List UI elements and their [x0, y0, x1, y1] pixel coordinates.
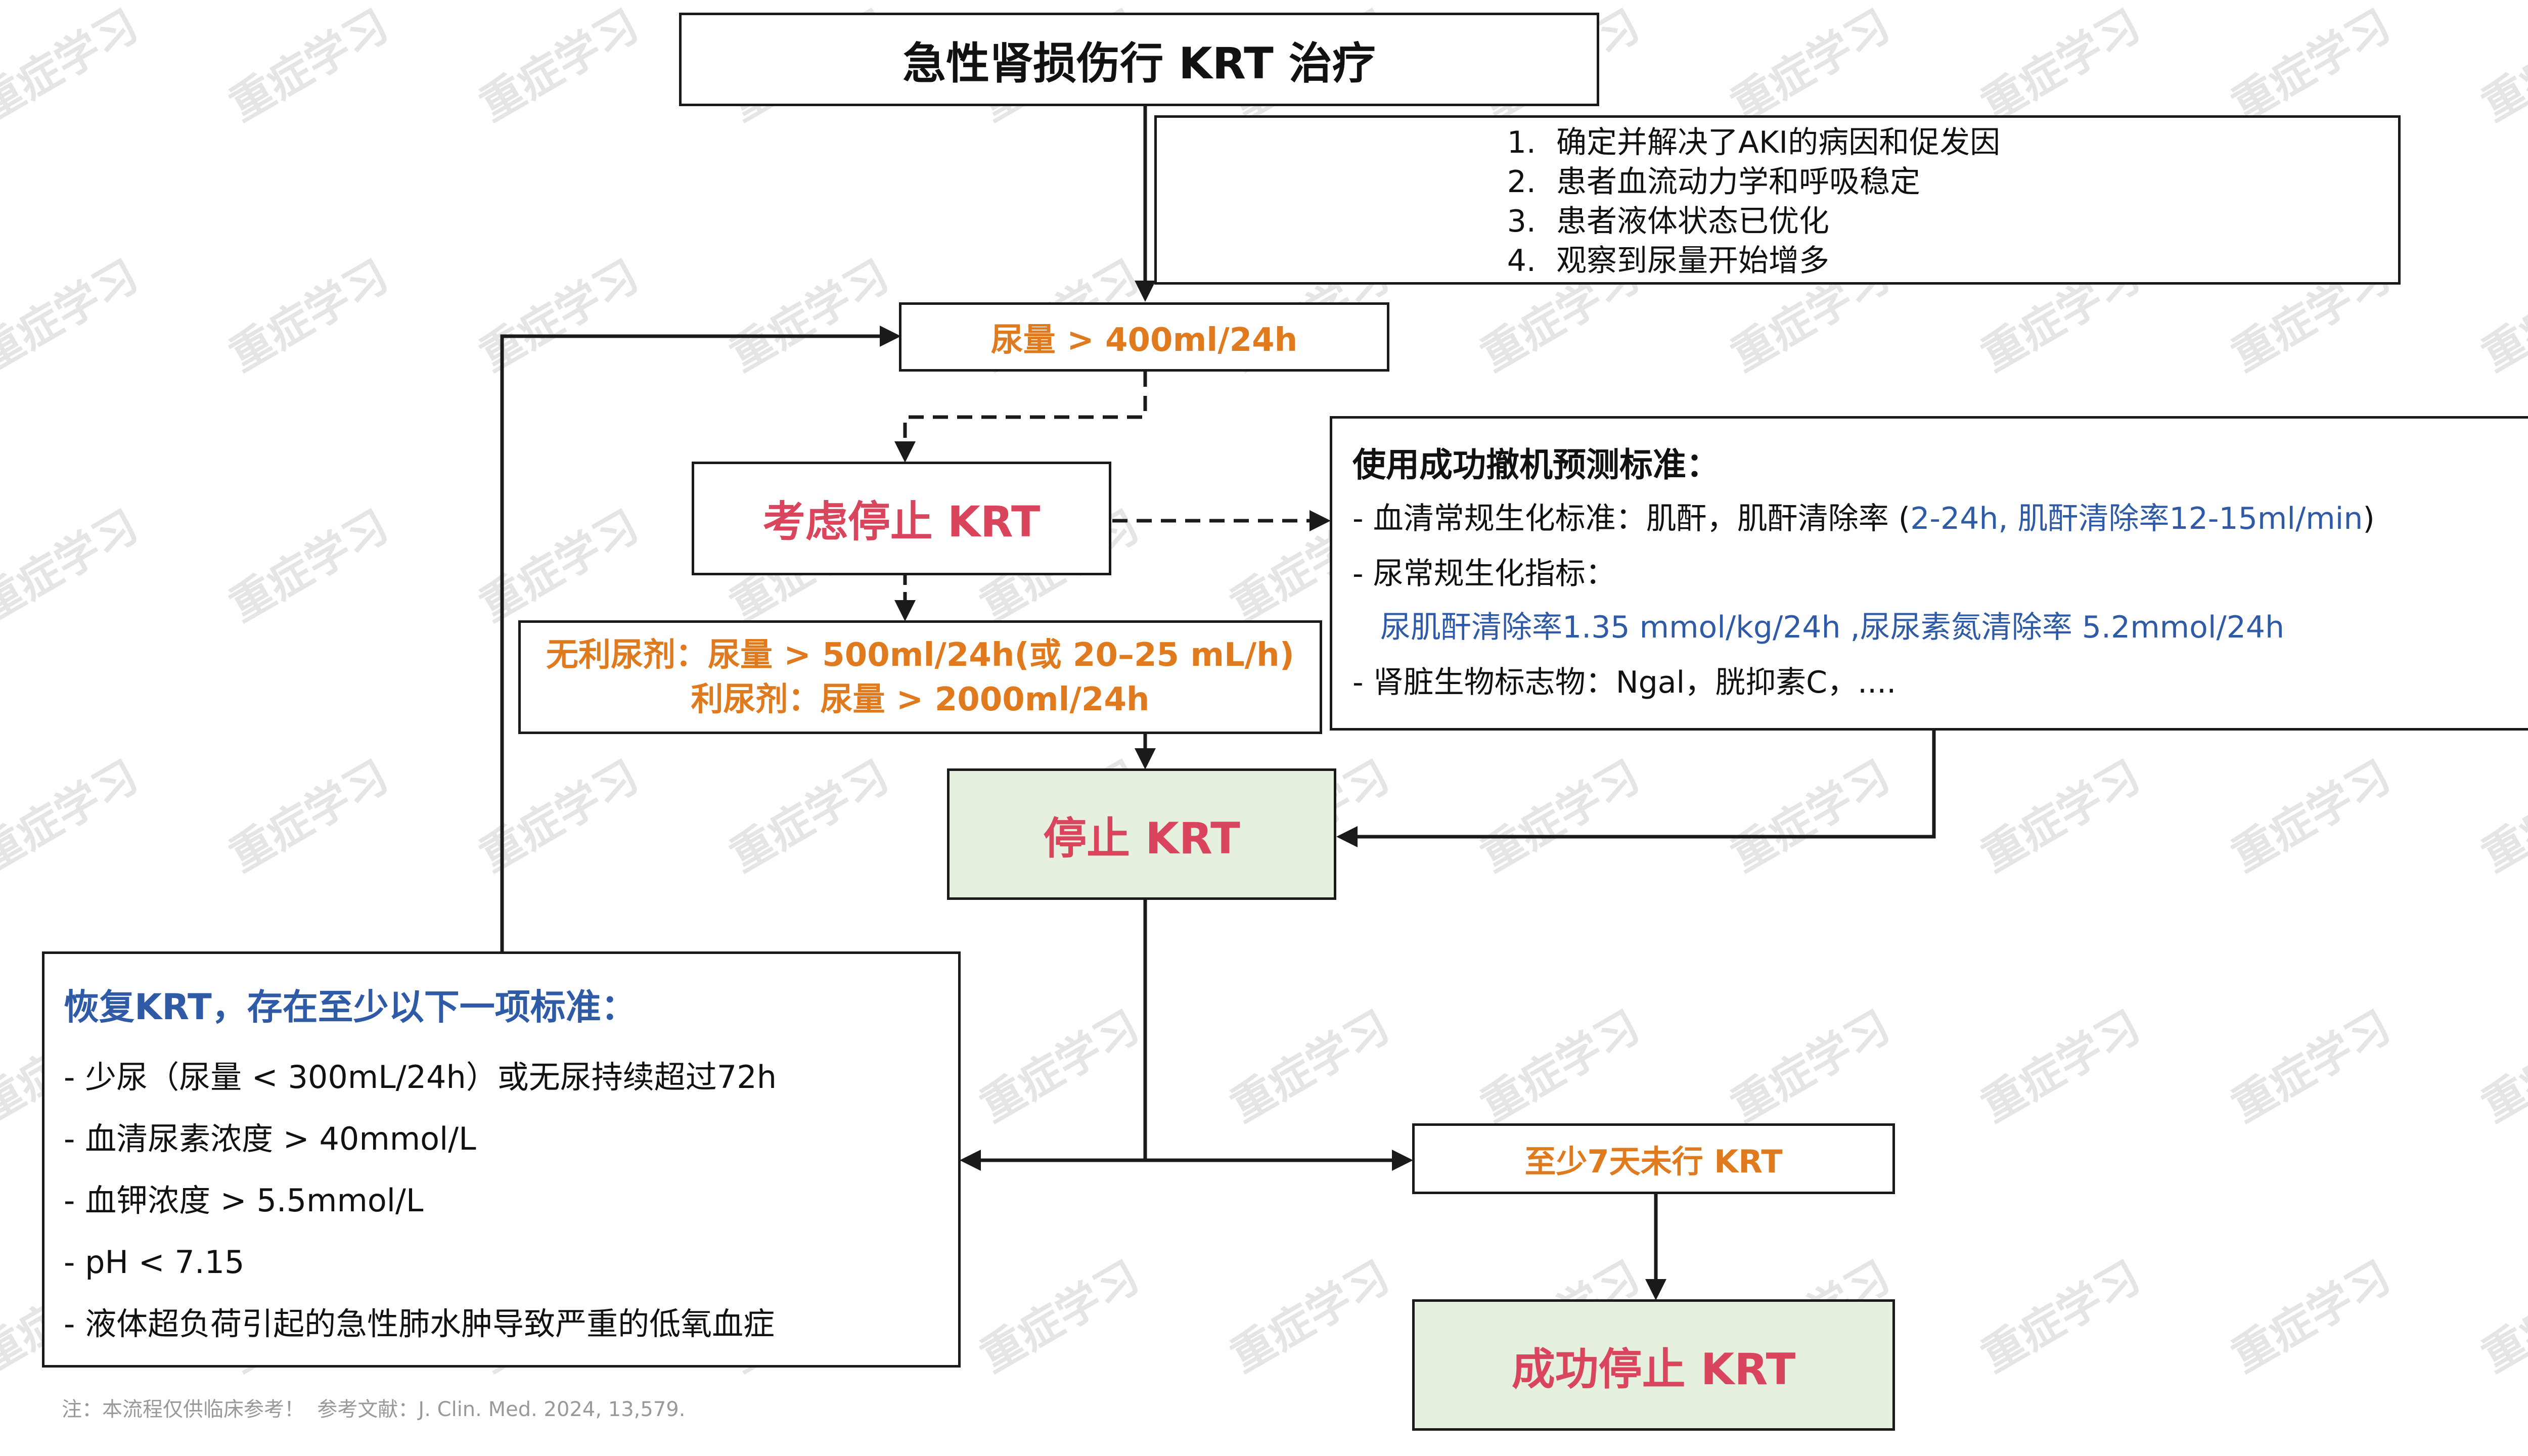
- list-item: 4.观察到尿量开始增多: [1507, 243, 1829, 279]
- criteria-list: 1.确定并解决了AKI的病因和促发因 2.患者血流动力学和呼吸稳定 3.患者液体…: [1480, 123, 2398, 281]
- list-item: - 少尿（尿量 < 300mL/24h）或无尿持续超过72h: [64, 1059, 777, 1096]
- consider-stop-label: 考虑停止 KRT: [762, 497, 1041, 547]
- success-stop-label: 成功停止 KRT: [1511, 1344, 1796, 1395]
- stop-krt-label: 停止 KRT: [1043, 813, 1240, 864]
- no-krt-7days-label: 至少7天未行 KRT: [1524, 1143, 1783, 1180]
- predictor-serum: - 血清常规生化标准：肌酐，肌酐清除率 (2-24h, 肌酐清除率12-15ml…: [1352, 501, 2375, 536]
- list-item: - 血钾浓度 > 5.5mmol/L: [64, 1182, 424, 1219]
- page-title: 急性肾损伤行 KRT 治疗: [902, 38, 1376, 89]
- criteria-box: 1.确定并解决了AKI的病因和促发因 2.患者血流动力学和呼吸稳定 3.患者液体…: [1154, 115, 2401, 285]
- thresholds-box: 无利尿剂：尿量 > 500ml/24h(或 20–25 mL/h) 利尿剂：尿量…: [518, 620, 1322, 734]
- footnote: 注：本流程仅供临床参考！ 参考文献：J. Clin. Med. 2024, 13…: [62, 1398, 686, 1421]
- arrow-predictors-to-stop: [1336, 731, 1936, 847]
- list-item: - 液体超负荷引起的急性肺水肿导致严重的低氧血症: [64, 1305, 775, 1342]
- list-item: 1.确定并解决了AKI的病因和促发因: [1507, 125, 2001, 160]
- no-krt-7days-box: 至少7天未行 KRT: [1412, 1123, 1895, 1194]
- predictor-urine-values: 尿肌酐清除率1.35 mmol/kg/24h ,尿尿素氮清除率 5.2mmol/…: [1380, 610, 2285, 645]
- urine-output-box: 尿量 > 400ml/24h: [899, 302, 1389, 372]
- urine-output-label: 尿量 > 400ml/24h: [990, 321, 1298, 359]
- threshold-diuretic: 利尿剂：尿量 > 2000ml/24h: [691, 680, 1150, 718]
- predictor-urine-label: - 尿常规生化指标：: [1352, 556, 1616, 592]
- predictors-box: 使用成功撤机预测标准： - 血清常规生化标准：肌酐，肌酐清除率 (2-24h, …: [1330, 416, 2528, 731]
- consider-stop-box: 考虑停止 KRT: [692, 462, 1111, 575]
- arrow-resume-loop: [500, 326, 901, 951]
- resume-heading: 恢复KRT，存在至少以下一项标准：: [64, 986, 637, 1028]
- list-item: 2.患者血流动力学和呼吸稳定: [1507, 164, 1920, 200]
- success-stop-box: 成功停止 KRT: [1412, 1299, 1895, 1431]
- list-item: 3.患者液体状态已优化: [1507, 204, 1829, 239]
- resume-krt-box: 恢复KRT，存在至少以下一项标准： - 少尿（尿量 < 300mL/24h）或无…: [42, 951, 961, 1368]
- predictor-biomarkers: - 肾脏生物标志物：Ngal，胱抑素C，....: [1352, 665, 1897, 700]
- predictors-heading: 使用成功撤机预测标准：: [1352, 445, 1720, 484]
- list-item: - 血清尿素浓度 > 40mmol/L: [64, 1120, 476, 1157]
- arrow-urine-to-consider: [894, 372, 1147, 463]
- stop-krt-box: 停止 KRT: [947, 768, 1336, 900]
- title-box: 急性肾损伤行 KRT 治疗: [679, 13, 1599, 106]
- list-item: - pH < 7.15: [64, 1244, 245, 1281]
- threshold-no-diuretic: 无利尿剂：尿量 > 500ml/24h(或 20–25 mL/h): [546, 636, 1294, 674]
